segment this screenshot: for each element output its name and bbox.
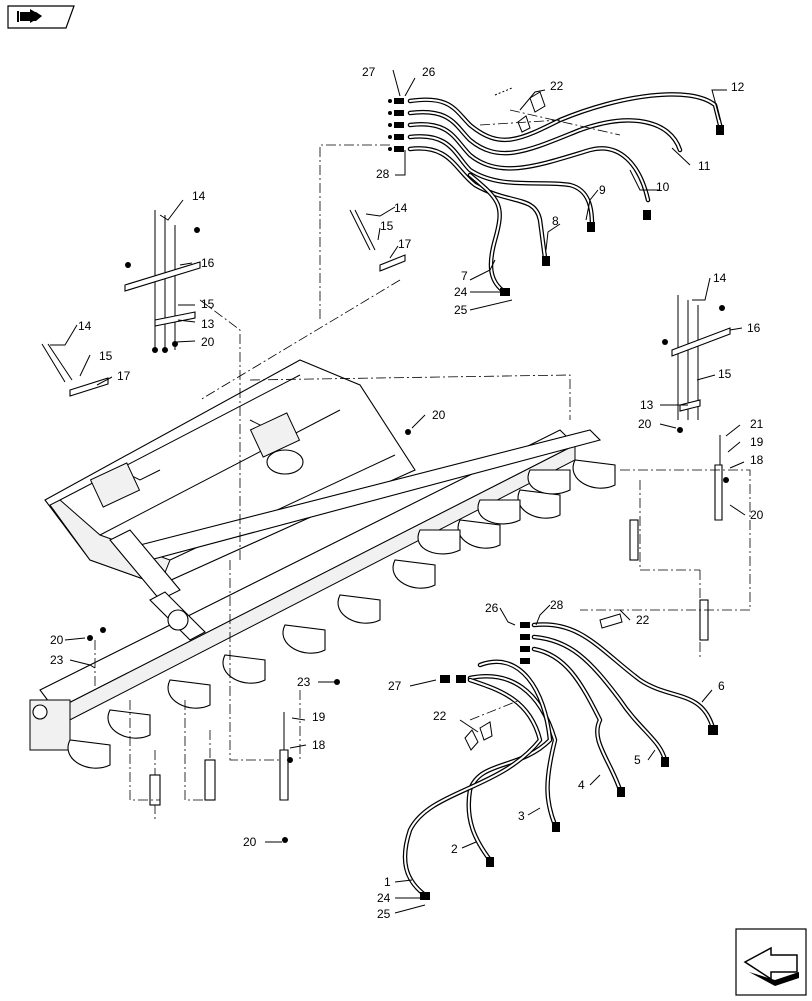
callout-27: 27 — [388, 679, 402, 693]
callout-6: 6 — [718, 679, 725, 693]
callout-4: 4 — [578, 778, 585, 792]
callout-18: 18 — [312, 738, 326, 752]
callout-24: 24 — [454, 285, 468, 299]
hardware-left-diag — [41, 209, 406, 397]
callout-15: 15 — [380, 219, 394, 233]
callout-17: 17 — [398, 237, 412, 251]
next-page-button[interactable] — [735, 928, 807, 996]
callout-2: 2 — [451, 842, 458, 856]
callout-28: 28 — [376, 167, 390, 181]
callout-8: 8 — [552, 214, 559, 228]
next-page-arrow-icon — [735, 928, 807, 996]
callout-5: 5 — [634, 753, 641, 767]
callout-26: 26 — [485, 601, 499, 615]
callout-20: 20 — [243, 835, 257, 849]
callout-13: 13 — [201, 317, 215, 331]
callout-20: 20 — [638, 417, 652, 431]
callout-20: 20 — [750, 508, 764, 522]
callout-19: 19 — [312, 710, 326, 724]
callout-22: 22 — [636, 613, 650, 627]
assembly-dash-lines — [94, 144, 751, 801]
callout-1: 1 — [384, 875, 391, 889]
callout-labels: 27 26 28 22 12 11 10 9 8 7 24 25 14 16 1… — [50, 65, 764, 921]
callout-20: 20 — [432, 408, 446, 422]
lower-hose-bundle — [402, 613, 718, 900]
callout-leaders — [50, 69, 746, 914]
back-to-index-button[interactable] — [6, 4, 76, 30]
callout-16: 16 — [201, 256, 215, 270]
hardware-left-upper — [124, 210, 201, 353]
callout-26: 26 — [422, 65, 436, 79]
callout-12: 12 — [731, 80, 745, 94]
callout-18: 18 — [750, 453, 764, 467]
callout-19: 19 — [750, 435, 764, 449]
callout-20: 20 — [50, 633, 64, 647]
callout-23: 23 — [50, 653, 64, 667]
upper-hose-bundle — [388, 87, 724, 296]
row-units-lower — [67, 459, 616, 769]
callout-23: 23 — [297, 675, 311, 689]
callout-17: 17 — [117, 369, 131, 383]
book-arrow-icon — [7, 5, 75, 29]
hardware-right-lower — [87, 429, 729, 843]
callout-20: 20 — [201, 335, 215, 349]
callout-28: 28 — [550, 598, 564, 612]
callout-9: 9 — [599, 183, 606, 197]
callout-14: 14 — [394, 201, 408, 215]
callout-14: 14 — [192, 189, 206, 203]
callout-16: 16 — [747, 321, 761, 335]
upper-hoses — [407, 92, 723, 293]
callout-22: 22 — [550, 79, 564, 93]
machine-frame — [29, 359, 709, 820]
callout-3: 3 — [518, 809, 525, 823]
callout-25: 25 — [454, 303, 468, 317]
row-units-upper — [417, 469, 571, 555]
callout-14: 14 — [713, 271, 727, 285]
callout-10: 10 — [656, 180, 670, 194]
callout-15: 15 — [99, 349, 113, 363]
callout-27: 27 — [362, 65, 376, 79]
callout-21: 21 — [750, 417, 764, 431]
hardware-right-upper — [662, 295, 731, 433]
callout-7: 7 — [461, 269, 468, 283]
callout-24: 24 — [377, 891, 391, 905]
callout-15: 15 — [201, 297, 215, 311]
callout-14: 14 — [78, 319, 92, 333]
callout-15: 15 — [718, 367, 732, 381]
upper-fittings — [388, 98, 404, 152]
callout-13: 13 — [640, 398, 654, 412]
callout-25: 25 — [377, 907, 391, 921]
callout-11: 11 — [698, 159, 711, 173]
callout-22: 22 — [433, 709, 447, 723]
